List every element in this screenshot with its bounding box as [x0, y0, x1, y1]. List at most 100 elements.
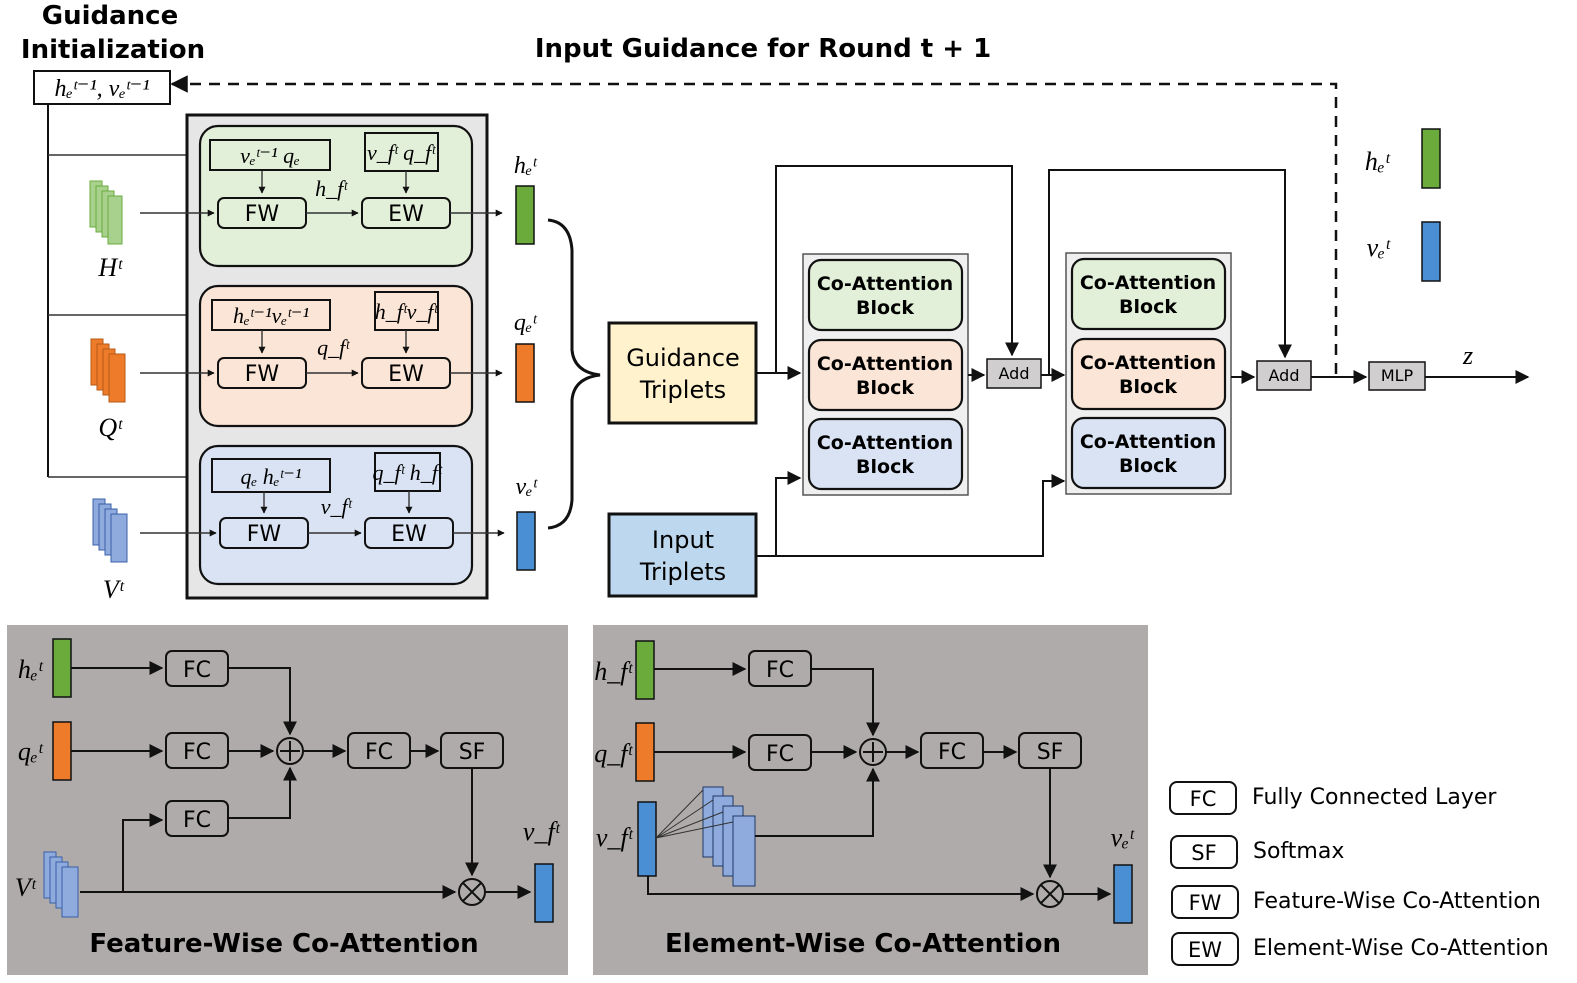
fw-in3-label: Vᵗ — [15, 873, 37, 902]
fw-out-bar — [534, 863, 554, 923]
coatt-1-block-2 — [807, 338, 964, 412]
ew-panel-title: Element-Wise Co-Attention — [665, 929, 1061, 959]
fw-fc-4-label: FC — [365, 740, 393, 765]
module-h-fw: FW — [245, 202, 280, 227]
ew-out-bar — [1113, 864, 1133, 924]
guidance-triplets-line2: Triplets — [639, 376, 726, 404]
fw-panel-title: Feature-Wise Co-Attention — [89, 929, 478, 959]
legend-fc-box — [1169, 781, 1237, 815]
coatt-1-block-1-l1: Co-Attention — [817, 273, 953, 295]
module-h: vₑᵗ⁻¹ qₑ v_fᵗ q_fᵗ FW EW h_fᵗ — [140, 124, 503, 268]
module-v-fw: FW — [247, 522, 282, 547]
input-stack-h — [89, 180, 123, 245]
legend-ew-abbr: EW — [1188, 938, 1222, 962]
ew-sf-label: SF — [1037, 740, 1064, 765]
fw-plus-node — [276, 737, 304, 765]
coatt-1-block-3-l1: Co-Attention — [817, 432, 953, 454]
input-label-h: Hᵗ — [97, 253, 123, 282]
output-bar-h — [515, 185, 535, 245]
add-node-2 — [1256, 360, 1312, 391]
input-stack-q — [90, 338, 126, 403]
init-box — [33, 70, 171, 105]
input-label-v: Vᵗ — [103, 575, 125, 604]
output-label-v: vₑᵗ — [516, 474, 539, 500]
ew-stack — [655, 786, 756, 887]
init-title-line1: Guidance — [42, 1, 178, 31]
fw-fc-1-label: FC — [183, 658, 211, 683]
legend-bar-h-label: hₑᵗ — [1365, 147, 1391, 176]
coatt-1-block-3-l2: Block — [856, 456, 914, 478]
module-v-guide-left: qₑ hₑᵗ⁻¹ — [241, 464, 302, 489]
output-z: z — [1462, 341, 1473, 370]
legend-sf-box — [1170, 835, 1238, 869]
legend-fw-abbr: FW — [1189, 891, 1222, 915]
input-triplets-line2: Triplets — [639, 558, 726, 586]
coatt-2-block-1-l2: Block — [1119, 296, 1177, 318]
coatt-2-block-2 — [1070, 337, 1227, 411]
curly-brace — [547, 218, 601, 530]
module-h-mid: h_fᵗ — [315, 176, 348, 201]
module-v-guide-right: q_fᵗ h_fᵗ — [372, 460, 442, 485]
module-h-guide-left: vₑᵗ⁻¹ qₑ — [240, 143, 300, 168]
guidance-triplets-box — [607, 321, 758, 425]
legend-fw-box — [1171, 885, 1239, 919]
output-bar-q — [515, 343, 535, 403]
module-q-guide-left: hₑᵗ⁻¹vₑᵗ⁻¹ — [233, 303, 309, 328]
mlp-node — [1368, 361, 1426, 391]
flow-skip-2 — [1048, 169, 1292, 375]
input-triplets-box — [607, 512, 758, 598]
flow-input-to-coatt2 — [776, 474, 1066, 557]
fw-bar-h — [52, 638, 72, 698]
fw-in1-label: hₑᵗ — [18, 655, 44, 684]
coatt-2-block-1 — [1070, 257, 1227, 331]
ew-plus-node — [859, 738, 887, 766]
legend-fc-abbr: FC — [1190, 787, 1217, 811]
round-title: Input Guidance for Round t + 1 — [535, 34, 991, 64]
ew-fc-1-label: FC — [766, 658, 794, 683]
ew-fc-3 — [920, 732, 984, 769]
feedback-dashed-arrow — [170, 75, 1338, 374]
legend-ew-desc: Element-Wise Co-Attention — [1253, 936, 1549, 961]
legend-ew-box — [1171, 932, 1239, 966]
module-q-ew: EW — [388, 362, 424, 387]
fw-stack-v — [43, 851, 79, 918]
fw-fc-3-label: FC — [183, 808, 211, 833]
module-q: hₑᵗ⁻¹vₑᵗ⁻¹ h_fᵗv_fᵗ FW EW q_fᵗ — [140, 284, 503, 428]
legend-bar-h — [1421, 128, 1441, 189]
ew-bar-v — [637, 801, 657, 877]
input-label-q: Qᵗ — [98, 413, 123, 442]
ew-in1-label: h_fᵗ — [594, 657, 633, 686]
input-triplets-line1: Input — [652, 526, 714, 554]
fw-in2-label: qₑᵗ — [18, 737, 44, 766]
module-v-mid: v_fᵗ — [321, 494, 353, 519]
init-title-line2: Initialization — [21, 35, 205, 65]
fw-sf-label: SF — [459, 740, 486, 765]
module-h-guide-right: v_fᵗ q_fᵗ — [367, 140, 436, 165]
input-stack-v — [92, 498, 128, 563]
flow-input-to-coatt1 — [756, 471, 802, 557]
ew-in2-label: q_fᵗ — [594, 739, 633, 768]
module-h-ew: EW — [388, 202, 424, 227]
add-node-2-label: Add — [1269, 366, 1300, 385]
guidance-triplets-line1: Guidance — [626, 344, 740, 372]
coatt-2-block-3-l1: Co-Attention — [1080, 431, 1216, 453]
coatt-2-block-2-l1: Co-Attention — [1080, 352, 1216, 374]
fw-bar-q — [52, 721, 72, 781]
output-label-h: hₑᵗ — [514, 153, 538, 179]
legend-bar-v-label: vₑᵗ — [1367, 233, 1391, 262]
legend-sf-abbr: SF — [1191, 841, 1216, 865]
coatt-2-block-3 — [1070, 416, 1227, 490]
module-q-guide-right: h_fᵗv_fᵗ — [375, 299, 439, 324]
legend-bar-v — [1421, 221, 1441, 282]
coatt-1-block-2-l2: Block — [856, 377, 914, 399]
add-node-1-label: Add — [999, 364, 1030, 383]
init-box-text: hₑᵗ⁻¹, vₑᵗ⁻¹ — [54, 76, 149, 102]
flow-skip-1 — [775, 165, 1019, 373]
module-v: qₑ hₑᵗ⁻¹ q_fᵗ h_fᵗ FW EW v_fᵗ — [140, 444, 505, 586]
coatt-1-block-3 — [807, 417, 964, 491]
legend-sf-desc: Softmax — [1253, 839, 1344, 864]
panel-element-wise — [593, 625, 1148, 975]
mlp-node-label: MLP — [1381, 366, 1414, 385]
output-bar-v — [516, 511, 536, 571]
module-q-mid: q_fᵗ — [317, 335, 350, 360]
